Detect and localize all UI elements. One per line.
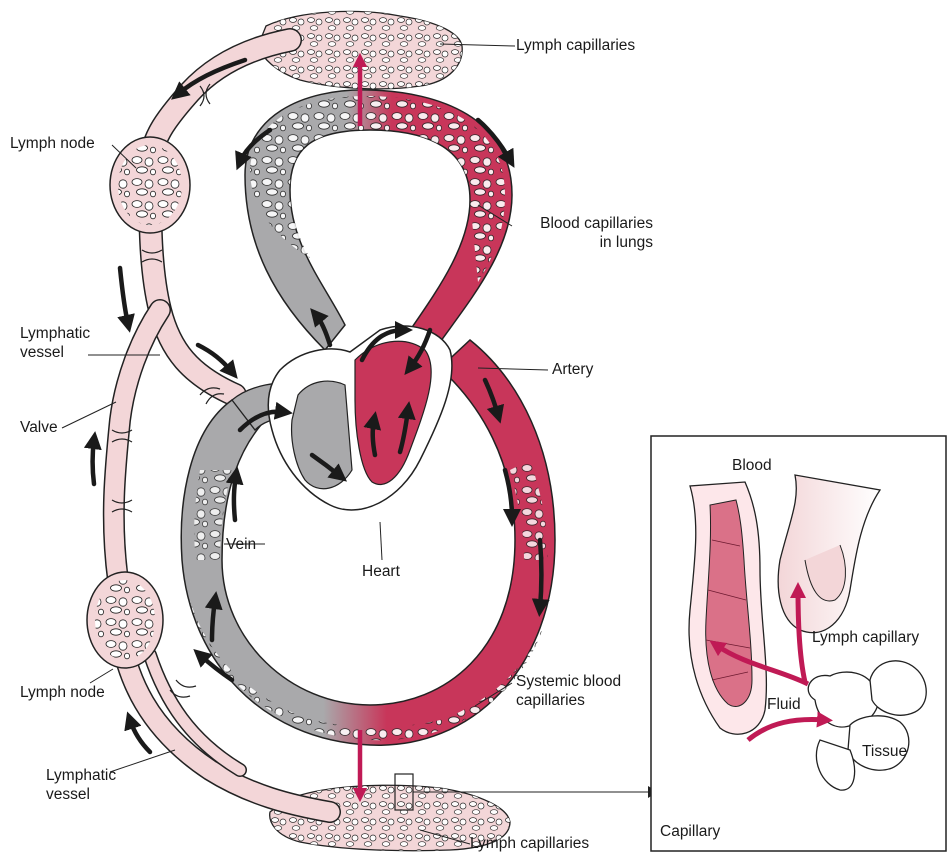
pulmonary-loop bbox=[245, 90, 512, 350]
inset-label-lymph-capillary: Lymph capillary bbox=[812, 628, 919, 647]
label-lymphatic-vessel-lower-line1: Lymphatic bbox=[46, 766, 116, 785]
label-blood-capillaries-lungs-line2: in lungs bbox=[513, 233, 653, 252]
label-lymphatic-vessel-upper-line2: vessel bbox=[20, 343, 90, 362]
label-lymph-node-upper: Lymph node bbox=[10, 134, 95, 153]
label-valve: Valve bbox=[20, 418, 58, 437]
label-lymph-capillaries-top: Lymph capillaries bbox=[516, 36, 635, 55]
label-lymph-node-lower: Lymph node bbox=[20, 683, 105, 702]
label-blood-capillaries-lungs-line1: Blood capillaries bbox=[513, 214, 653, 233]
lymph-node-lower bbox=[87, 572, 163, 668]
label-systemic-blood-capillaries-line2: capillaries bbox=[516, 691, 621, 710]
label-vein: Vein bbox=[226, 535, 256, 554]
label-blood-capillaries-lungs: Blood capillaries in lungs bbox=[513, 214, 653, 252]
heart bbox=[268, 326, 452, 510]
label-systemic-blood-capillaries-line1: Systemic blood bbox=[516, 672, 621, 691]
label-lymphatic-vessel-lower: Lymphatic vessel bbox=[46, 766, 116, 804]
label-artery: Artery bbox=[552, 360, 593, 379]
label-lymphatic-vessel-upper: Lymphatic vessel bbox=[20, 324, 90, 362]
inset-label-blood: Blood bbox=[732, 456, 772, 475]
label-lymph-capillaries-bottom: Lymph capillaries bbox=[470, 834, 589, 853]
lymph-node-upper bbox=[110, 137, 190, 233]
label-lymphatic-vessel-upper-line1: Lymphatic bbox=[20, 324, 90, 343]
inset-label-fluid: Fluid bbox=[767, 695, 801, 714]
label-heart: Heart bbox=[362, 562, 400, 581]
label-lymphatic-vessel-lower-line2: vessel bbox=[46, 785, 116, 804]
inset-label-capillary: Capillary bbox=[660, 822, 720, 841]
inset-label-tissue: Tissue bbox=[862, 742, 907, 761]
label-systemic-blood-capillaries: Systemic blood capillaries bbox=[516, 672, 621, 710]
